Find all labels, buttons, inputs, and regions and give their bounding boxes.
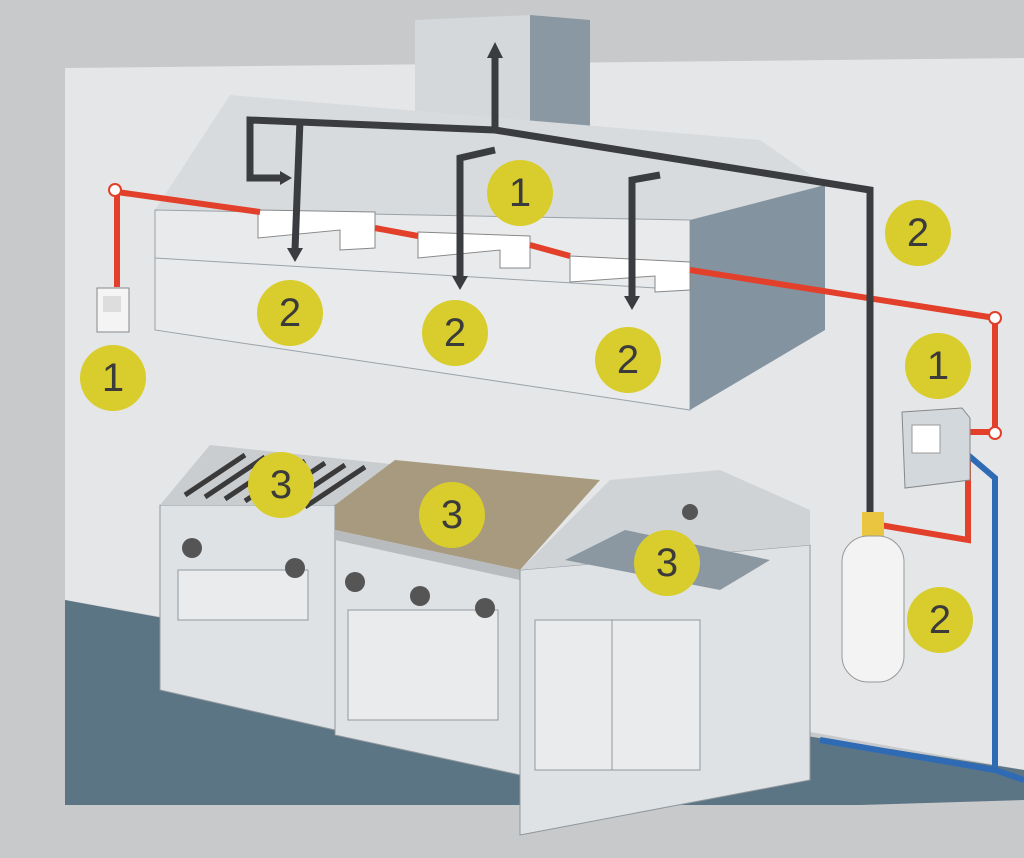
badge-hood-1: 1	[487, 160, 553, 226]
svg-text:3: 3	[656, 541, 678, 585]
svg-text:1: 1	[102, 356, 124, 400]
cooking-line	[159, 445, 811, 836]
svg-text:2: 2	[279, 291, 301, 335]
svg-text:3: 3	[270, 463, 292, 507]
badge-nozzle-2c: 2	[595, 327, 661, 393]
badge-griddle-3: 3	[419, 482, 485, 548]
svg-text:2: 2	[617, 338, 639, 382]
badge-pipe-2: 2	[885, 200, 951, 266]
agent-tank	[841, 512, 905, 683]
badge-fryer-3: 3	[634, 530, 700, 596]
manual-pull-station	[96, 287, 130, 333]
badge-tank-2: 2	[907, 587, 973, 653]
badges: 1 2 2 2 2 1 1 3 3 3 2	[80, 160, 973, 653]
svg-text:2: 2	[907, 211, 929, 255]
badge-control-panel-1: 1	[905, 333, 971, 399]
svg-text:1: 1	[927, 344, 949, 388]
badge-nozzle-2b: 2	[422, 300, 488, 366]
control-panel	[901, 407, 971, 489]
svg-text:2: 2	[929, 598, 951, 642]
badge-pull-station-1: 1	[80, 345, 146, 411]
flow-arrows	[280, 42, 640, 310]
badge-nozzle-2a: 2	[257, 280, 323, 346]
svg-text:2: 2	[444, 311, 466, 355]
water-pipe	[819, 452, 1024, 783]
badge-grill-3: 3	[248, 452, 314, 518]
agent-distribution-pipe	[246, 55, 874, 515]
svg-text:1: 1	[509, 171, 531, 215]
svg-text:3: 3	[441, 493, 463, 537]
